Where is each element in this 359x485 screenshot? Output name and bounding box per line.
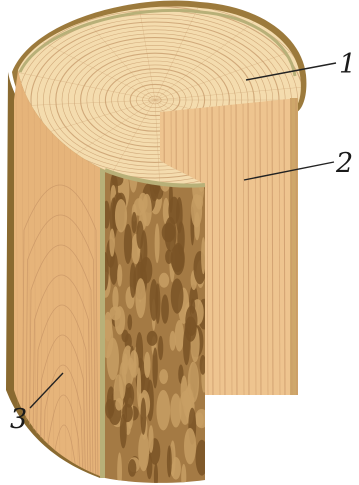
bark-fleck	[115, 199, 127, 232]
bark-fleck	[150, 279, 159, 321]
bark-fleck	[158, 336, 163, 360]
label-1: 1	[339, 49, 356, 80]
bark-fleck	[191, 194, 202, 228]
bark-fleck	[142, 194, 152, 227]
bark-fleck	[136, 221, 143, 249]
bark-fleck	[201, 237, 206, 274]
bark-fleck	[171, 245, 185, 272]
bark-fleck	[120, 414, 127, 449]
bark-fleck	[169, 182, 173, 212]
bark-fleck	[188, 362, 199, 403]
bark-fleck	[115, 306, 126, 335]
bark-fleck	[152, 347, 157, 388]
bark-fleck	[147, 331, 158, 346]
bark-fleck	[155, 223, 160, 263]
bark-fleck	[171, 278, 184, 313]
bark-fleck	[169, 331, 175, 351]
bark-fleck	[175, 320, 184, 352]
label-2: 2	[335, 148, 353, 179]
bark-face	[101, 157, 211, 485]
bark-fleck	[196, 440, 209, 476]
bark-fleck	[167, 445, 172, 477]
bark-fleck	[124, 224, 132, 264]
bark-fleck	[117, 264, 122, 287]
bark-fleck	[109, 228, 115, 256]
label-3: 3	[10, 404, 27, 435]
bark-fleck	[170, 393, 181, 427]
bark-fleck	[127, 314, 132, 330]
bark-fleck	[149, 425, 154, 453]
bark-fleck	[107, 338, 119, 381]
bark-fleck	[140, 397, 146, 434]
bark-fleck	[159, 369, 168, 384]
bark-fleck	[159, 273, 169, 288]
bark-fleck	[162, 223, 176, 243]
bark-fleck	[144, 352, 151, 378]
bark-fleck	[128, 459, 136, 477]
bark-fleck	[131, 212, 136, 234]
bark-fleck	[135, 278, 146, 318]
bark-fleck	[105, 399, 114, 419]
bark-fleck	[115, 398, 122, 411]
bark-fleck	[123, 353, 128, 375]
bark-fleck	[128, 358, 133, 371]
bark-fleck	[156, 390, 170, 431]
bark-fleck	[195, 409, 208, 428]
bark-fleck	[137, 367, 141, 407]
bark-fleck	[184, 428, 196, 465]
bark-fleck	[161, 294, 169, 323]
bark-fleck	[185, 306, 197, 336]
